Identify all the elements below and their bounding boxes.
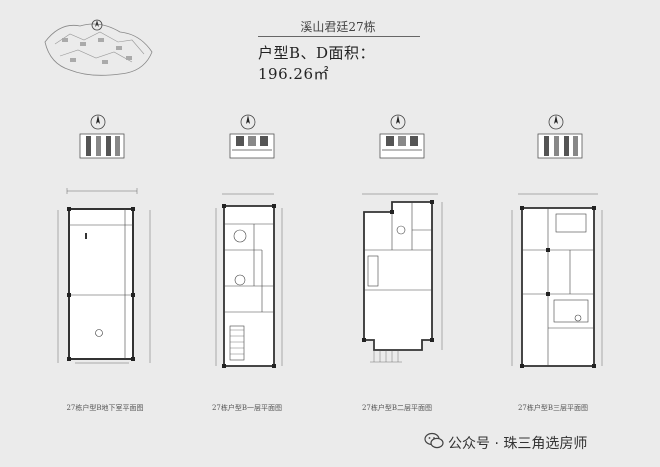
floor-plan-third-floor bbox=[511, 193, 603, 368]
floor-plan-basement bbox=[57, 188, 151, 364]
key-plan-group-2 bbox=[229, 114, 275, 159]
floor-plan-first-floor bbox=[215, 193, 283, 368]
key-plan-icon bbox=[79, 133, 125, 159]
title-divider bbox=[258, 36, 420, 37]
key-plan-icon bbox=[379, 133, 425, 159]
key-plan-icon bbox=[229, 133, 275, 159]
caption-third-floor: 27栋户型B三层平面图 bbox=[517, 404, 589, 412]
key-plan-group-1 bbox=[79, 114, 125, 159]
watermark-text: 公众号 · 珠三角选房师 bbox=[448, 436, 588, 452]
caption-second-floor: 27栋户型B二层平面图 bbox=[361, 404, 433, 412]
wechat-logo-icon bbox=[424, 432, 444, 449]
key-plan-group-3 bbox=[379, 114, 425, 159]
project-title: 溪山君廷27栋 bbox=[300, 20, 376, 34]
unit-area-title: 户型B、D面积：196.26㎡ bbox=[258, 44, 376, 83]
key-plan-group-4 bbox=[537, 114, 583, 159]
caption-first-floor: 27栋户型B一层平面图 bbox=[211, 404, 283, 412]
floor-plan-second-floor bbox=[362, 193, 443, 363]
site-key-plan bbox=[44, 19, 153, 76]
caption-basement: 27栋户型B地下室平面图 bbox=[66, 404, 144, 412]
key-plan-icon bbox=[537, 133, 583, 159]
